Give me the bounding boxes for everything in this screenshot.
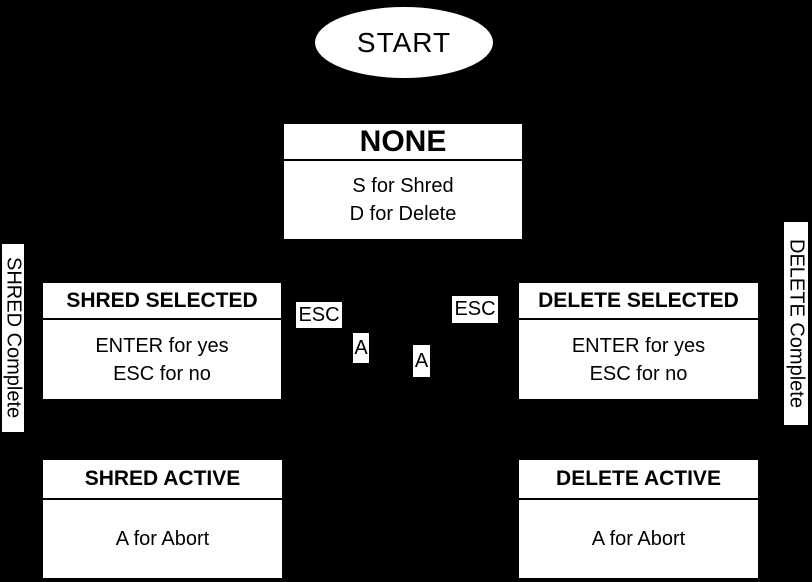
- state-node-delete-selected: DELETE SELECTED ENTER for yes ESC for no: [519, 283, 758, 399]
- state-node-shred-selected: SHRED SELECTED ENTER for yes ESC for no: [43, 283, 281, 399]
- state-body-line: ESC for no: [113, 362, 211, 385]
- state-node-none: NONE S for Shred D for Delete: [284, 124, 522, 239]
- state-body: ENTER for yes ESC for no: [519, 320, 758, 399]
- state-body-line: ENTER for yes: [571, 334, 706, 357]
- state-title: NONE: [359, 124, 447, 158]
- state-title: DELETE ACTIVE: [556, 467, 721, 490]
- state-body: A for Abort: [43, 500, 282, 578]
- compartment-separator: [519, 318, 758, 320]
- state-body-line: D for Delete: [349, 203, 457, 225]
- side-label-shred-complete: SHRED Complete: [2, 244, 25, 432]
- compartment-separator: [43, 318, 281, 320]
- state-body: ENTER for yes ESC for no: [43, 320, 281, 399]
- edge-label-abort-left: A: [353, 333, 369, 363]
- state-body-line: ENTER for yes: [95, 334, 229, 357]
- side-label-text: SHRED Complete: [2, 257, 25, 419]
- compartment-separator: [43, 498, 282, 500]
- edge-label-esc-left: ESC: [296, 302, 342, 328]
- start-node: START: [315, 7, 493, 78]
- state-title: SHRED ACTIVE: [84, 467, 241, 490]
- state-body-line: A for Abort: [115, 528, 210, 550]
- state-body-line: ESC for no: [589, 362, 688, 385]
- start-node-label: START: [356, 26, 452, 58]
- state-body-line: A for Abort: [591, 528, 686, 550]
- state-title: DELETE SELECTED: [538, 288, 739, 312]
- state-node-delete-active: DELETE ACTIVE A for Abort: [519, 460, 758, 578]
- state-title: SHRED SELECTED: [66, 288, 258, 312]
- state-node-shred-active: SHRED ACTIVE A for Abort: [43, 460, 282, 578]
- side-label-text: DELETE Complete: [785, 239, 808, 408]
- compartment-separator: [284, 159, 522, 161]
- compartment-separator: [519, 498, 758, 500]
- state-body: S for Shred D for Delete: [284, 161, 522, 239]
- state-body: A for Abort: [519, 500, 758, 578]
- state-body-line: S for Shred: [352, 175, 454, 197]
- side-label-delete-complete: DELETE Complete: [784, 222, 808, 425]
- edge-label-esc-right: ESC: [452, 296, 498, 323]
- edge-label-abort-right: A: [413, 345, 430, 377]
